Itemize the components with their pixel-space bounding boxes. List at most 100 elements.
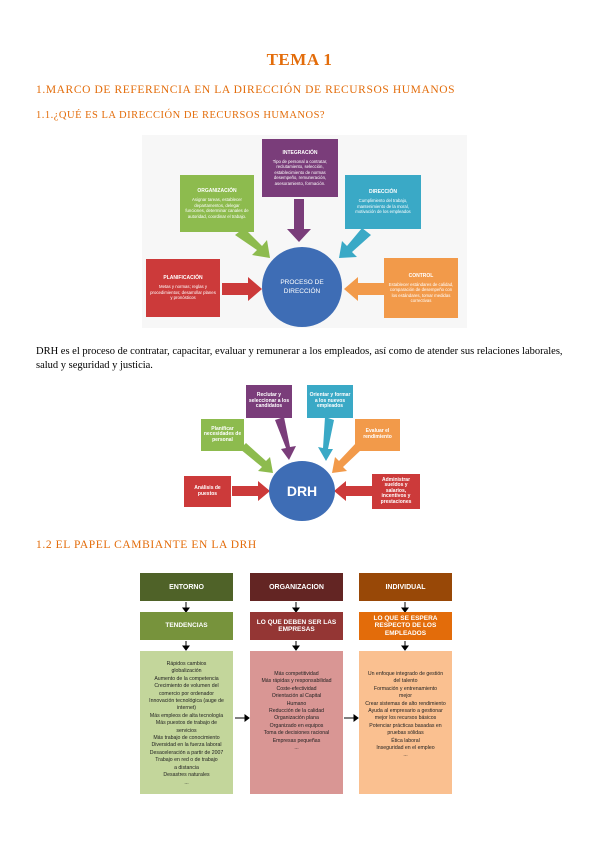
- list-item: Orientación al Capital: [271, 693, 322, 700]
- reclutar-label: Reclutar y seleccionar a los candidatos: [248, 392, 290, 410]
- list-item: Más trabajo de conocimiento: [153, 735, 220, 742]
- arrow-control: [344, 277, 384, 301]
- list-item: Innovación tecnológica (auge de: [149, 698, 224, 705]
- list-item: Organizado en equipos: [269, 722, 324, 729]
- col-entorno-head: ENTORNO: [140, 573, 233, 601]
- analisis-label: Análisis de puestos: [194, 484, 221, 497]
- list-item: mejor: [399, 693, 412, 700]
- list-item: Desastres naturales: [163, 772, 210, 779]
- list-item: Más empleos de alta tecnología: [149, 712, 224, 719]
- empleados-label: LO QUE SE ESPERA RESPECTO DE LOS EMPLEAD…: [373, 614, 438, 637]
- list-item: globalización: [171, 668, 202, 675]
- box-planificacion: PLANIFICACIÓN Metas y normas; reglas y p…: [146, 259, 220, 317]
- document-title: TEMA 1: [266, 50, 333, 69]
- section-heading-1: 1.MARCO DE REFERENCIA EN LA DIRECCIÓN DE…: [36, 84, 456, 96]
- box-control: CONTROL Establecer estándares de calidad…: [384, 258, 458, 318]
- arrow-planificar: [240, 443, 273, 473]
- direccion-title: DIRECCIÓN: [368, 189, 398, 196]
- box-orientar: Orientar y formar a los nuevos empleados: [307, 385, 353, 418]
- list-item: Diversidad en la fuerza laboral: [151, 742, 222, 749]
- list-item: ...: [403, 752, 408, 759]
- list-item: Toma de decisiones racional: [263, 730, 330, 737]
- box-evaluar: Evaluar el rendimiento: [355, 419, 400, 451]
- arrow-reclutar: [275, 417, 296, 460]
- list-item: Humano: [286, 700, 307, 707]
- list-item: Más competitividad: [274, 671, 319, 677]
- box-integracion: INTEGRACIÓN Tipo de personal a contratar…: [262, 139, 338, 197]
- list-item: servicios: [176, 727, 197, 734]
- planificacion-title: PLANIFICACIÓN: [163, 275, 203, 282]
- definition-paragraph: DRH es el proceso de contratar, capacita…: [36, 346, 563, 371]
- col-organizacion-sub: LO QUE DEBEN SER LAS EMPRESAS: [250, 612, 343, 640]
- list-item: Más puestos de trabajo de: [155, 720, 218, 727]
- list-item: Coste-efectividad: [276, 685, 317, 692]
- list-item: ...: [294, 745, 299, 752]
- list-item: Organización plana: [274, 715, 319, 722]
- col-entorno-sub: TENDENCIAS: [140, 612, 233, 640]
- list-item: a distancia: [174, 764, 199, 771]
- center-label: PROCESO DE DIRECCIÓN: [280, 279, 324, 295]
- list-item: del talento: [393, 678, 418, 685]
- section-heading-1-1: 1.1.¿QUÉ ES LA DIRECCIÓN DE RECURSOS HUM…: [36, 110, 326, 121]
- tendencias-label: TENDENCIAS: [165, 622, 208, 630]
- arrow-integracion: [287, 199, 311, 242]
- col-organizacion-head: ORGANIZACION: [250, 573, 343, 601]
- list-item: Empresas pequeñas: [272, 737, 321, 744]
- arrow-administrar: [334, 481, 372, 501]
- col-individual-sub: LO QUE SE ESPERA RESPECTO DE LOS EMPLEAD…: [359, 612, 452, 640]
- list-item: Potenciar prácticas basadas en: [369, 722, 442, 729]
- list-item: ...: [184, 779, 189, 786]
- drh-label: DRH: [286, 483, 318, 499]
- entorno-label: ENTORNO: [169, 583, 204, 591]
- planificacion-body: Metas y normas; reglas y procedimientos;…: [150, 284, 216, 301]
- box-reclutar: Reclutar y seleccionar a los candidatos: [246, 385, 292, 418]
- list-item: Trabajo en red o de trabajo: [155, 757, 218, 764]
- list-item: Inseguridad en el empleo: [376, 745, 435, 752]
- list-item: mejor los recursos básicos: [374, 715, 437, 722]
- individual-label: INDIVIDUAL: [385, 583, 426, 591]
- integracion-title: INTEGRACIÓN: [282, 149, 318, 156]
- list-item: Más rápidas y responsabilidad: [261, 678, 332, 685]
- section-heading-1-2: 1.2 EL PAPEL CAMBIANTE EN LA DRH: [36, 539, 257, 551]
- list-item: Crear sistemas de alto rendimiento: [365, 700, 446, 707]
- center-proceso-direccion: PROCESO DE DIRECCIÓN: [262, 247, 342, 327]
- arrow-organizacion: [235, 228, 270, 258]
- arrow-planificacion: [222, 277, 262, 301]
- box-analisis: Análisis de puestos: [184, 476, 231, 507]
- administrar-label: Administrar sueldos y salarios, incentiv…: [380, 476, 412, 505]
- arrow-evaluar: [332, 443, 362, 473]
- list-item: Formación y entrenamiento: [373, 685, 438, 692]
- list-item: Ayuda al empresario a gestionar: [368, 708, 443, 715]
- list-item: comercio por ordenador: [158, 690, 215, 697]
- planificar-label: Planificar necesidades de personal: [203, 425, 242, 443]
- list-item: Crecimiento de volumen del: [154, 683, 219, 690]
- organizacion-title: ORGANIZACIÓN: [197, 188, 237, 194]
- control-title: CONTROL: [408, 272, 434, 279]
- list-item: Ética laboral: [391, 737, 420, 744]
- list-item: Rápidos cambios: [166, 661, 207, 667]
- list-item: Reducción de la calidad: [268, 708, 325, 715]
- box-administrar: Administrar sueldos y salarios, incentiv…: [372, 474, 420, 509]
- list-item: Un enfoque integrado de gestión: [367, 671, 444, 677]
- direccion-body: Cumplimiento del trabajo, mantenimiento …: [355, 198, 411, 215]
- box-planificar: Planificar necesidades de personal: [201, 419, 244, 451]
- box-organizacion: ORGANIZACIÓN Asignar tareas, establecer …: [180, 175, 254, 232]
- arrow-direccion: [339, 228, 371, 258]
- organizacion-body: Asignar tareas, establecer departamentos…: [185, 197, 249, 219]
- orientar-label: Orientar y formar a los nuevos empleados: [309, 392, 351, 410]
- box-direccion: DIRECCIÓN Cumplimiento del trabajo, mant…: [345, 175, 421, 229]
- arrow-analisis: [232, 481, 270, 501]
- arrow-orientar: [318, 417, 334, 461]
- list-item: Desaceleración a partir de 2007: [149, 749, 224, 756]
- list-item: Aumento de la competencia: [154, 675, 219, 682]
- organizacion-label: ORGANIZACION: [269, 583, 324, 591]
- list-item: pruebas sólidas: [387, 730, 424, 737]
- evaluar-label: Evaluar el rendimiento: [363, 428, 392, 440]
- empresas-label: LO QUE DEBEN SER LAS EMPRESAS: [256, 618, 337, 634]
